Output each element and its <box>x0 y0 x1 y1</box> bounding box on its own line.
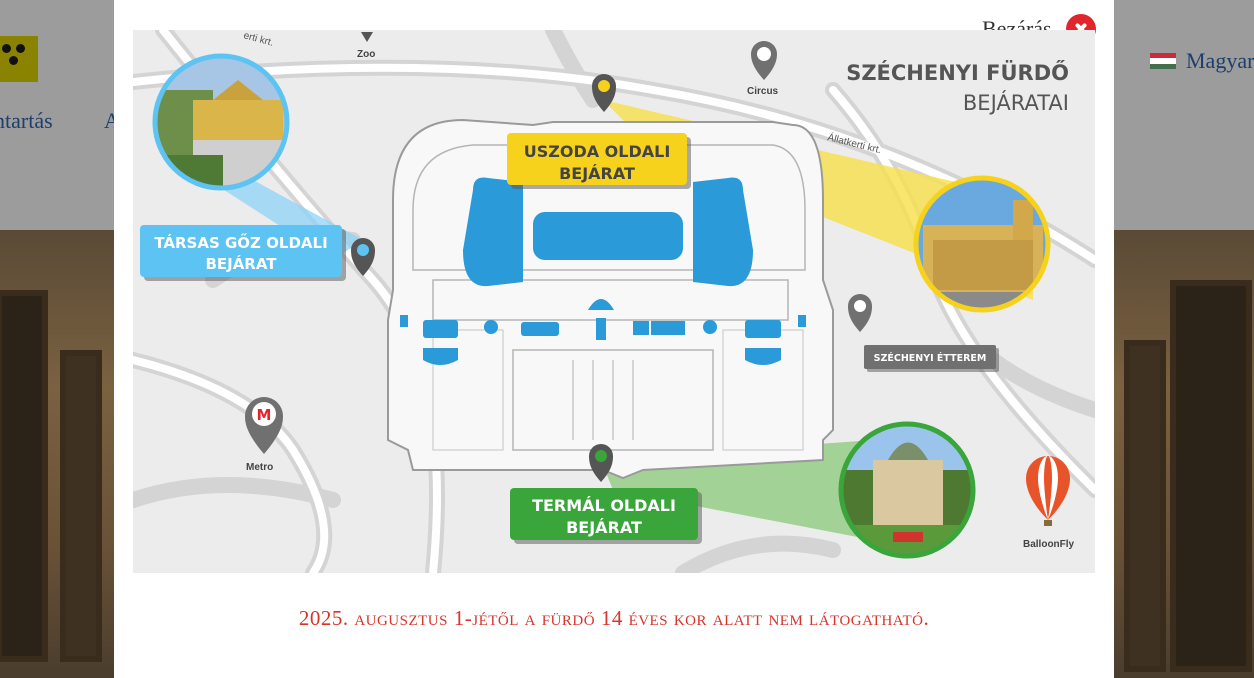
circus-marker-icon <box>751 41 777 80</box>
metro-label: Metro <box>246 462 273 473</box>
steam-entrance-label[interactable]: TÁRSAS GŐZ OLDALI BEJÁRAT <box>140 225 346 281</box>
bath-entrances-map: erti krt. Állatkerti krt. Zoo Circus SZÉ… <box>133 30 1095 573</box>
circus-label: Circus <box>747 86 779 97</box>
balloon-icon[interactable] <box>1026 456 1070 526</box>
thermal-side-photo <box>838 421 976 559</box>
steam-entrance-line2: BEJÁRAT <box>205 254 277 273</box>
language-selector[interactable]: Magyar <box>1150 48 1254 74</box>
pool-entrance-line1: USZODA OLDALI <box>524 142 671 161</box>
entrances-modal: Bezárás <box>114 0 1114 678</box>
thermal-entrance-line1: TERMÁL OLDALI <box>532 496 676 515</box>
nav-item-partial[interactable]: ntartás <box>0 108 53 133</box>
pool-entrance-label[interactable]: USZODA OLDALI BEJÁRAT <box>507 133 691 189</box>
metro-pin-icon[interactable]: M <box>245 397 283 454</box>
thermal-entrance-label[interactable]: TERMÁL OLDALI BEJÁRAT <box>510 488 702 544</box>
site-logo[interactable] <box>0 36 38 82</box>
restaurant-label-text: SZÉCHENYI ÉTTEREM <box>874 352 987 364</box>
restaurant-label[interactable]: SZÉCHENYI ÉTTEREM <box>864 345 999 372</box>
zoo-label: Zoo <box>357 49 375 60</box>
steam-entrance-line1: TÁRSAS GŐZ OLDALI <box>154 232 327 252</box>
pool-entrance-line2: BEJÁRAT <box>559 164 635 183</box>
steam-side-photo <box>152 53 290 191</box>
restaurant-pin-icon[interactable] <box>848 294 872 332</box>
pools <box>400 177 806 365</box>
map-title-line2: BEJÁRATAI <box>963 90 1069 115</box>
language-label: Magyar <box>1186 48 1254 73</box>
age-restriction-notice: 2025. augusztus 1-jétől a fürdő 14 éves … <box>298 606 930 630</box>
thermal-entrance-pin-icon[interactable] <box>589 444 613 482</box>
pool-entrance-pin-icon[interactable] <box>592 74 616 112</box>
balloon-label: BalloonFly <box>1023 539 1075 550</box>
background-photo-right <box>1114 230 1254 678</box>
steam-entrance-pin-icon[interactable] <box>351 238 375 276</box>
background-photo-left <box>0 230 114 678</box>
metro-letter: M <box>257 406 272 424</box>
hungarian-flag-icon <box>1150 53 1176 69</box>
zoo-marker-icon <box>361 32 373 42</box>
thermal-entrance-line2: BEJÁRAT <box>566 518 642 537</box>
map-title-line1: SZÉCHENYI FÜRDŐ <box>846 60 1069 85</box>
